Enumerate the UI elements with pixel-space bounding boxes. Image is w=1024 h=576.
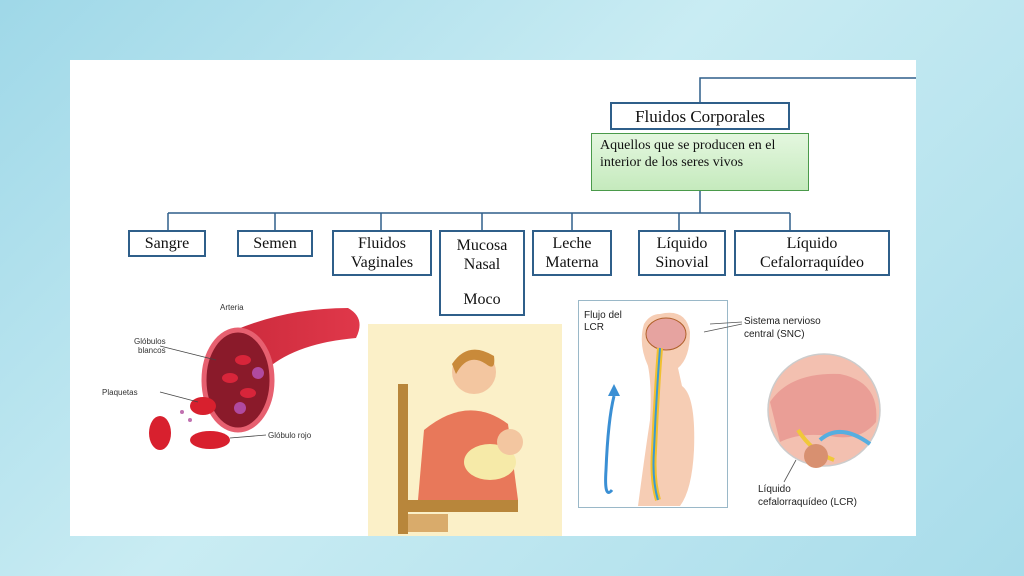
- chair-back: [398, 384, 408, 534]
- category-fluidos-vaginales: Fluidos Vaginales: [332, 230, 432, 276]
- category-label: Fluidos Vaginales: [350, 235, 414, 271]
- category-label: Semen: [253, 235, 297, 252]
- brain: [645, 317, 687, 351]
- label-lcr-2: cefalorraquídeo (LCR): [758, 497, 857, 508]
- csf-channel: [818, 430, 872, 446]
- blood-vessel-illustration: Arteria Glóbulos blancos Plaquetas Glóbu…: [102, 303, 360, 450]
- brain-cortex: [770, 373, 877, 442]
- cerebellum: [804, 444, 828, 468]
- snc-label-group: Sistema nervioso central (SNC): [703, 316, 821, 340]
- platelet: [188, 418, 192, 422]
- spinal-cord: [652, 347, 661, 501]
- category-liquido-cefalorraquideo: Líquido Cefalorraquídeo: [734, 230, 890, 276]
- label-arteria: Arteria: [220, 303, 244, 312]
- red-cell: [190, 397, 216, 415]
- root-label: Fluidos Corporales: [635, 106, 765, 126]
- category-label: Leche Materna: [545, 235, 599, 271]
- label-snc-1: Sistema nervioso: [744, 316, 821, 327]
- white-cell: [234, 402, 246, 414]
- category-sangre: Sangre: [128, 230, 206, 257]
- description-box: Aquellos que se producen en el interior …: [591, 133, 809, 191]
- white-cell: [252, 367, 264, 379]
- category-leche-materna: Leche Materna: [532, 230, 612, 276]
- category-semen: Semen: [237, 230, 313, 257]
- category-extra-label: Moco: [463, 291, 501, 308]
- brain-closeup-illustration: Líquido cefalorraquídeo (LCR): [758, 353, 881, 508]
- flow-arrow: [604, 395, 616, 494]
- label-globulos-blancos-1: Glóbulos: [134, 337, 166, 346]
- red-cell: [240, 388, 256, 398]
- label-globulos-blancos-2: blancos: [138, 346, 166, 355]
- breastfeeding-illustration: [368, 324, 562, 536]
- flow-arrowhead: [608, 384, 620, 396]
- mother-hair: [452, 349, 495, 374]
- category-label: Líquido Sinovial: [655, 235, 709, 271]
- red-cell: [149, 416, 171, 450]
- label-lcr-1: Líquido: [758, 484, 791, 495]
- label-globulo-rojo: Glóbulo rojo: [268, 431, 312, 440]
- category-mucosa-nasal: Mucosa Nasal Moco: [439, 230, 525, 316]
- category-label: Mucosa Nasal: [456, 237, 508, 273]
- platelet: [180, 410, 184, 414]
- label-flujo-1: Flujo del: [584, 310, 622, 321]
- baby-head: [497, 429, 523, 455]
- mother-skirt: [408, 514, 448, 532]
- red-cell: [222, 373, 238, 383]
- label-snc-2: central (SNC): [744, 329, 805, 340]
- red-cell: [190, 431, 230, 449]
- red-cell: [235, 355, 251, 365]
- category-liquido-sinovial: Líquido Sinovial: [638, 230, 726, 276]
- connector-lines: [167, 77, 916, 230]
- category-label: Líquido Cefalorraquídeo: [760, 235, 864, 271]
- chair-seat: [398, 500, 518, 512]
- baby-blanket: [464, 444, 516, 480]
- category-label: Sangre: [144, 235, 190, 252]
- description-text: Aquellos que se producen en el interior …: [600, 138, 776, 170]
- artery-opening: [201, 327, 275, 433]
- slide: Fluidos Corporales Aquellos que se produ…: [70, 60, 916, 536]
- label-plaquetas: Plaquetas: [102, 388, 138, 397]
- root-box: Fluidos Corporales: [610, 102, 790, 130]
- spine-csf-illustration: Flujo del LCR: [578, 300, 728, 508]
- label-flujo-2: LCR: [584, 322, 604, 333]
